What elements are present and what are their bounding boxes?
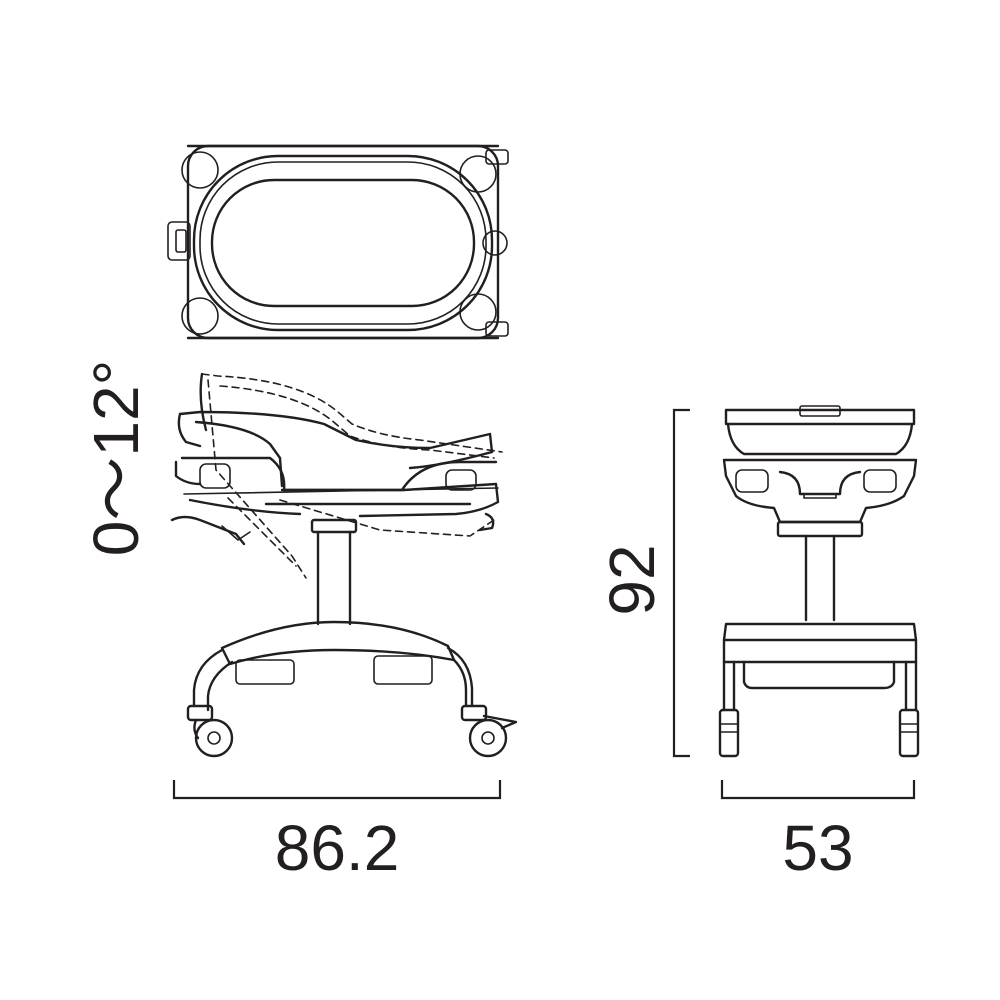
length-label: 86.2 — [275, 812, 400, 884]
height-dimension-line — [672, 408, 690, 758]
height-label: 92 — [596, 544, 668, 615]
front-view — [718, 405, 920, 758]
width-dimension-line — [720, 780, 916, 800]
side-view — [170, 372, 518, 758]
width-label: 53 — [782, 812, 853, 884]
dimension-lines — [172, 408, 916, 800]
length-dimension-line — [172, 780, 502, 800]
tilt-angle-label: 0～12° — [80, 360, 152, 556]
top-view — [167, 144, 509, 340]
